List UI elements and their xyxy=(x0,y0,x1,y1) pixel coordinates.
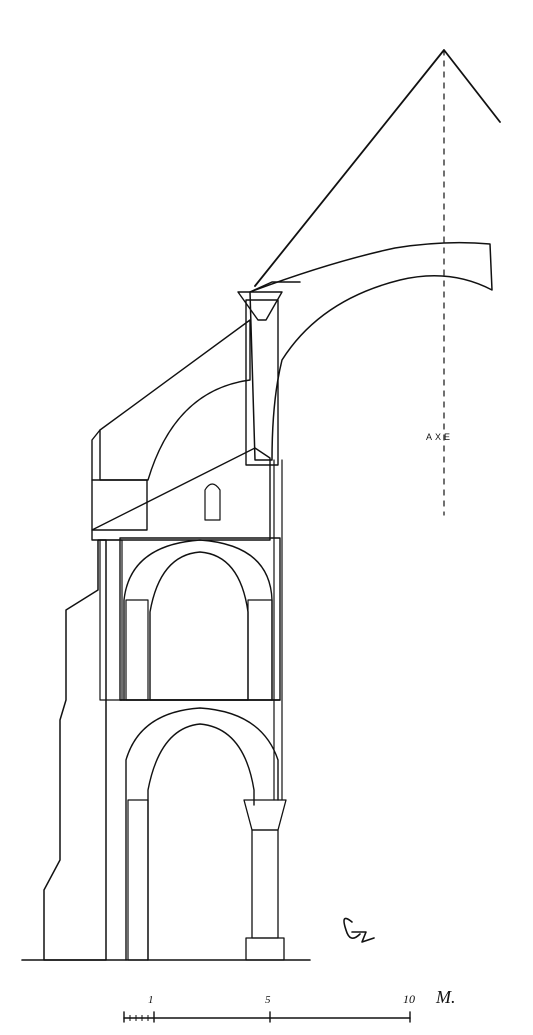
nave-shafts xyxy=(273,459,283,801)
high-vault xyxy=(249,241,493,461)
scale-bar: 1 5 10 M. xyxy=(123,987,456,1023)
scale-unit-label: M. xyxy=(435,987,456,1007)
monogram-signature xyxy=(343,917,375,943)
triforium-roof xyxy=(91,447,271,541)
scale-label-10: 10 xyxy=(403,992,415,1006)
clerestory-pier xyxy=(237,291,283,466)
upper-buttress-block xyxy=(91,479,148,531)
scale-minor-ticks xyxy=(129,1015,149,1021)
axis-label: AXE xyxy=(426,432,453,442)
roof-lines xyxy=(254,49,501,516)
aisle-level xyxy=(125,707,287,961)
scale-label-5: 5 xyxy=(265,994,271,1006)
outer-buttress xyxy=(43,539,123,961)
flying-buttress xyxy=(91,319,251,481)
gallery-level xyxy=(119,537,281,701)
scale-label-1: 1 xyxy=(148,994,154,1006)
